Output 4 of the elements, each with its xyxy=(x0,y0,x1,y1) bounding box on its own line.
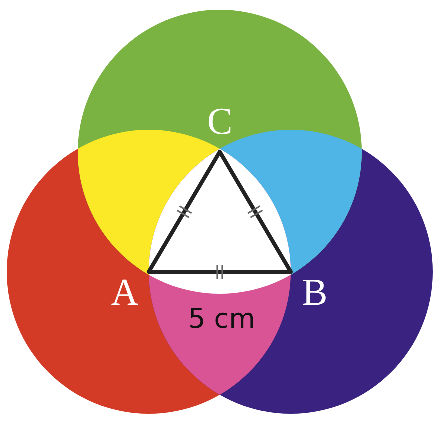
vertex-label: A xyxy=(111,272,139,314)
vertex-label: B xyxy=(302,272,328,314)
side-length-label: 5 cm xyxy=(188,304,256,335)
vertex-label: C xyxy=(207,101,233,143)
